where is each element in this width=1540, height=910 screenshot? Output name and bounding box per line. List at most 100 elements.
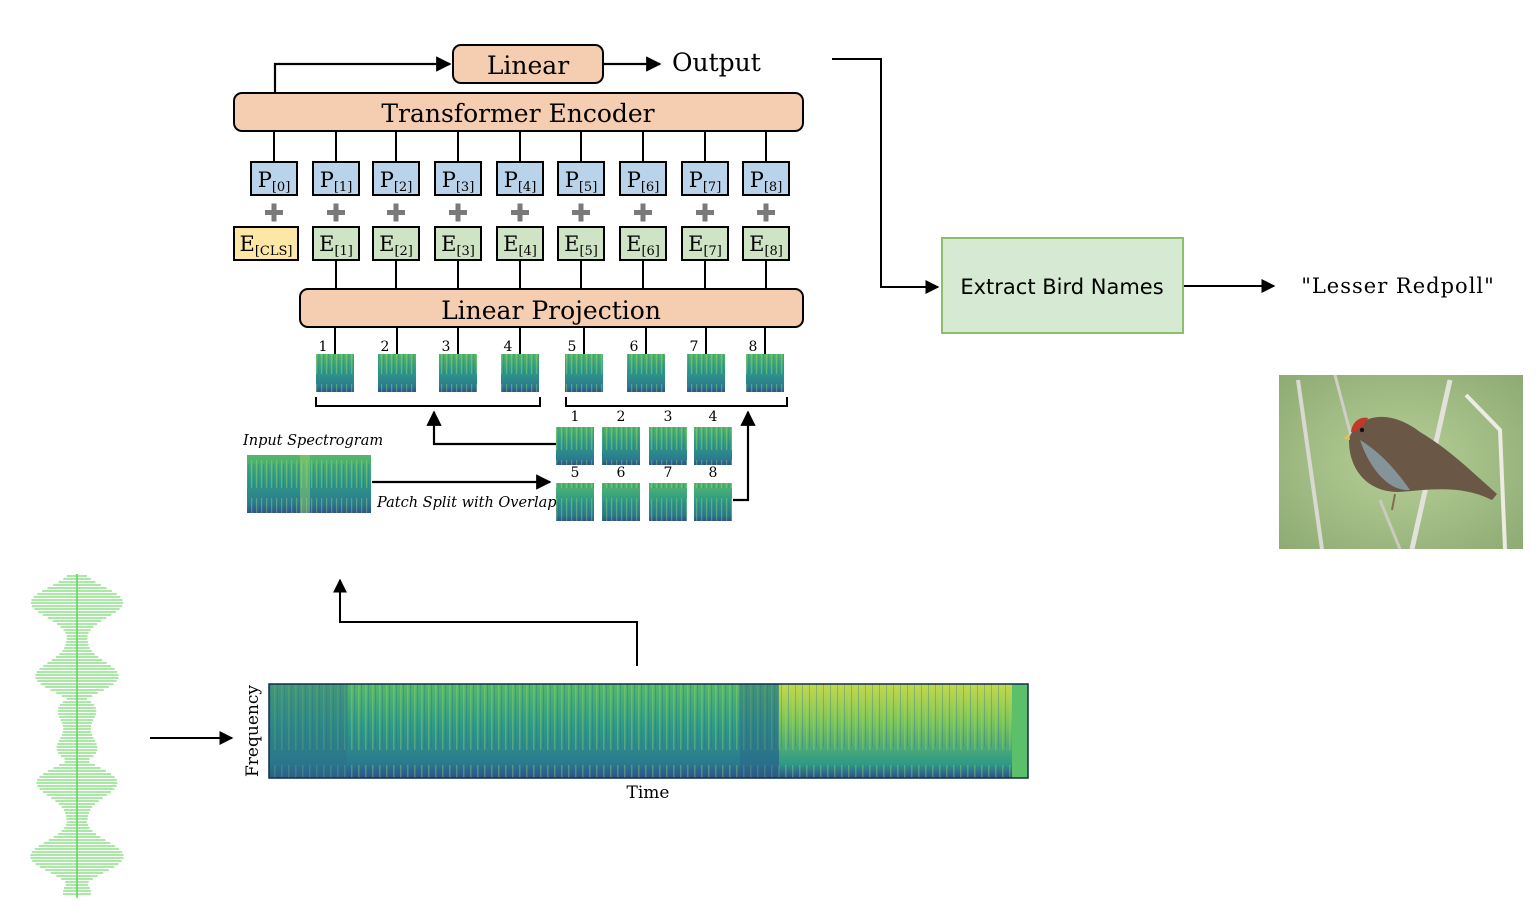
- position-token-box: P[1]: [312, 161, 360, 196]
- output-label: Output: [672, 48, 761, 77]
- token-column: P[5] E[5]: [557, 131, 605, 289]
- split-patch-number: 7: [664, 465, 673, 481]
- split-patch-number: 8: [709, 465, 718, 481]
- token-column: P[8] E[8]: [742, 131, 790, 289]
- plus-sign: [757, 203, 775, 222]
- extract-bird-names-box: Extract Bird Names: [941, 237, 1184, 334]
- spectrogram-y-axis-label: Frequency: [243, 685, 263, 777]
- split-patch: 7: [649, 465, 687, 521]
- bird-photo: [1279, 374, 1523, 550]
- patch-number: 7: [690, 339, 699, 355]
- embedding-token-label: E[2]: [379, 232, 413, 259]
- split-patch-number: 2: [617, 409, 626, 425]
- patch-embedding-box: E[7]: [681, 226, 729, 261]
- output-to-extract-arrow: [832, 58, 940, 294]
- position-token-label: P[1]: [320, 168, 353, 195]
- patch-thumbnail: 8: [746, 327, 784, 392]
- position-token-box: P[8]: [742, 161, 790, 196]
- split-patch: 6: [602, 465, 640, 521]
- token-column: P[6] E[6]: [619, 131, 667, 289]
- patch-embedding-box: E[3]: [434, 226, 482, 261]
- input-spectrogram-thumbnail: [247, 455, 371, 513]
- position-token-label: P[7]: [689, 168, 722, 195]
- split-patch: 1: [556, 409, 594, 465]
- patch-number: 2: [381, 339, 390, 355]
- embedding-token-label: E[8]: [749, 232, 783, 259]
- split-patch: 3: [649, 409, 687, 465]
- top-row-to-brace-arrow: [426, 410, 556, 446]
- position-token-box: P[5]: [557, 161, 605, 196]
- embedding-token-label: E[7]: [688, 232, 722, 259]
- plus-sign: [511, 203, 529, 222]
- embedding-token-label: E[5]: [564, 232, 598, 259]
- spectrogram-to-model-arrow: [333, 578, 638, 666]
- embedding-token-label: E[CLS]: [240, 232, 293, 259]
- linear-label: Linear: [487, 51, 569, 80]
- patch-thumbnail: 1: [316, 327, 354, 392]
- position-token-box: P[0]: [250, 161, 298, 196]
- cls-to-linear-arrow: [273, 56, 452, 92]
- token-column: P[0] E[CLS]: [233, 131, 299, 261]
- transformer-encoder-block: Transformer Encoder: [233, 92, 804, 132]
- patch-number: 1: [319, 339, 328, 355]
- full-spectrogram: [268, 683, 1029, 779]
- embedding-token-label: E[1]: [319, 232, 353, 259]
- patch-number: 4: [504, 339, 513, 355]
- patch-embedding-box: E[5]: [557, 226, 605, 261]
- position-token-box: P[4]: [496, 161, 544, 196]
- position-token-label: P[3]: [442, 168, 475, 195]
- position-token-box: P[2]: [372, 161, 420, 196]
- linear-projection-block: Linear Projection: [299, 288, 804, 328]
- transformer-encoder-label: Transformer Encoder: [381, 99, 654, 128]
- token-column: P[3] E[3]: [434, 131, 482, 289]
- patch-thumbnail: 6: [627, 327, 665, 392]
- audio-waveform: [30, 574, 124, 898]
- plus-sign: [327, 203, 345, 222]
- patch-embedding-box: E[2]: [372, 226, 420, 261]
- position-token-label: P[0]: [258, 168, 291, 195]
- position-token-box: P[7]: [681, 161, 729, 196]
- input-spectrogram-label: Input Spectrogram: [242, 433, 383, 449]
- split-patch: 5: [556, 465, 594, 521]
- position-token-label: P[2]: [380, 168, 413, 195]
- extract-bird-names-label: Extract Bird Names: [960, 275, 1163, 299]
- token-column: P[1] E[1]: [312, 131, 360, 289]
- token-column: P[4] E[4]: [496, 131, 544, 289]
- embedding-token-label: E[3]: [441, 232, 475, 259]
- split-patch-number: 3: [664, 409, 673, 425]
- patch-thumbnail: 5: [565, 327, 603, 392]
- split-patch-number: 4: [709, 409, 718, 425]
- position-token-label: P[4]: [504, 168, 537, 195]
- embedding-token-label: E[6]: [626, 232, 660, 259]
- position-token-box: P[3]: [434, 161, 482, 196]
- patch-embedding-box: E[6]: [619, 226, 667, 261]
- position-token-label: P[8]: [750, 168, 783, 195]
- patch-number: 3: [442, 339, 451, 355]
- patch-group-brace-right: [565, 397, 788, 407]
- split-patch: 4: [694, 409, 732, 465]
- plus-sign: [696, 203, 714, 222]
- position-token-label: P[6]: [627, 168, 660, 195]
- plus-sign: [449, 203, 467, 222]
- embedding-token-label: E[4]: [503, 232, 537, 259]
- plus-sign: [572, 203, 590, 222]
- result-bird-name: "Lesser Redpoll": [1301, 274, 1495, 298]
- linear-projection-label: Linear Projection: [441, 296, 661, 325]
- position-token-box: P[6]: [619, 161, 667, 196]
- split-patch-number: 1: [571, 409, 580, 425]
- patch-thumbnail: 4: [501, 327, 539, 392]
- split-patch-number: 5: [571, 465, 580, 481]
- patch-embedding-box: E[4]: [496, 226, 544, 261]
- patch-thumbnail: 3: [439, 327, 477, 392]
- patch-number: 6: [630, 339, 639, 355]
- patch-embedding-box: E[1]: [312, 226, 360, 261]
- split-patch: 8: [694, 465, 732, 521]
- split-patch: 2: [602, 409, 640, 465]
- patch-split-label: Patch Split with Overlap: [376, 495, 557, 511]
- token-column: P[2] E[2]: [372, 131, 420, 289]
- cls-embedding-box: E[CLS]: [233, 226, 299, 261]
- token-column: P[7] E[7]: [681, 131, 729, 289]
- patch-number: 5: [568, 339, 577, 355]
- plus-sign: [265, 203, 283, 222]
- spectrogram-x-axis-label: Time: [627, 783, 670, 803]
